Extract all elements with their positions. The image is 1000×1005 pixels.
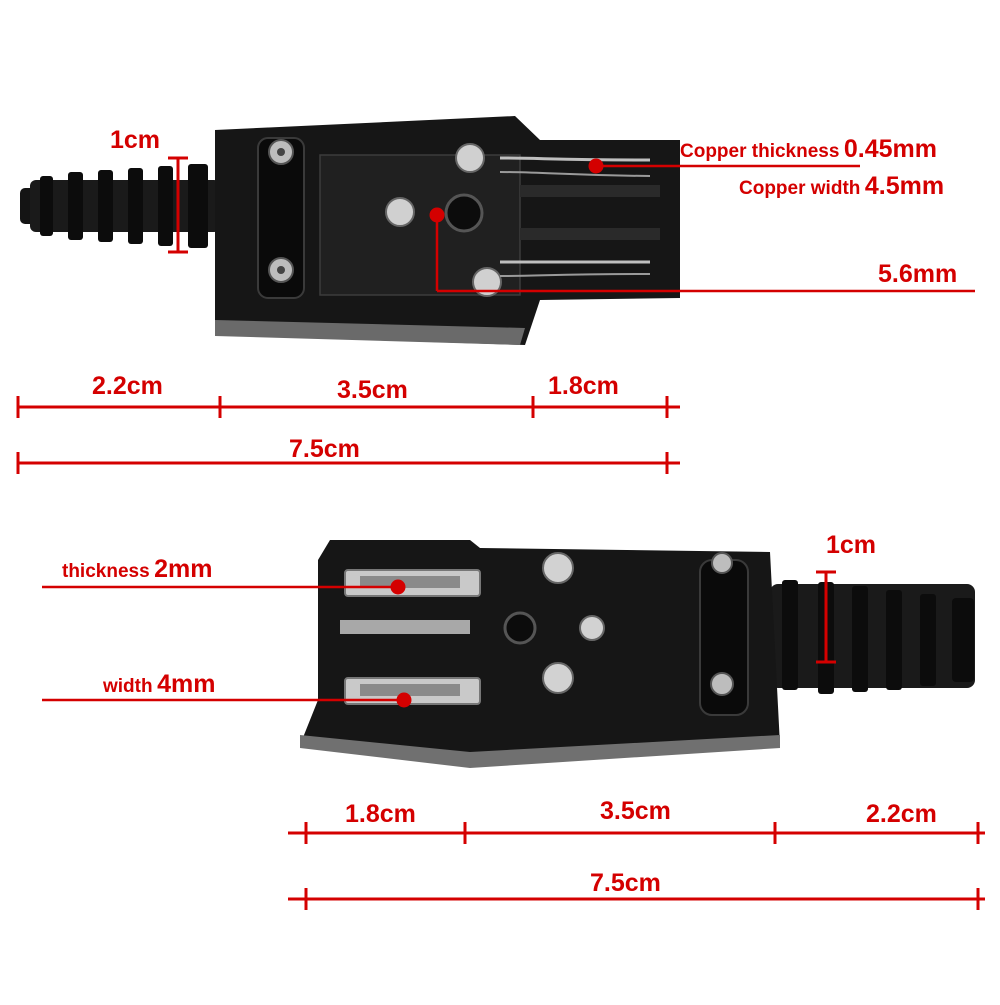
top-segment-3-label: 1.8cm <box>548 372 619 400</box>
bottom-pin-thickness-label: thickness <box>62 561 150 582</box>
top-plug <box>16 116 975 474</box>
bottom-pin-thickness-value: 2mm <box>154 555 213 583</box>
top-copper-thickness-value: 0.45mm <box>843 135 938 163</box>
top-copper-width-annotation: Copper width 4.5mm <box>739 174 944 199</box>
bottom-terminal-screw <box>579 615 605 641</box>
top-segment-1-label: 2.2cm <box>92 372 163 400</box>
top-copper-thickness-label: Copper thickness <box>680 141 840 162</box>
bottom-plug <box>42 540 985 910</box>
bottom-pin-width-label: width <box>103 676 153 697</box>
top-total-label: 7.5cm <box>289 435 360 463</box>
bottom-segment-1-label: 1.8cm <box>345 800 416 828</box>
top-annotations <box>16 156 975 474</box>
bottom-cable-boot <box>770 580 975 694</box>
bottom-terminal-screw <box>542 552 574 584</box>
bottom-terminal-screw <box>542 662 574 694</box>
bottom-clamp-screw <box>710 672 734 696</box>
bottom-pin-width-value: 4mm <box>157 670 216 698</box>
top-pin-hole <box>444 193 484 233</box>
top-cable-boot <box>20 164 220 248</box>
bottom-pin-width-annotation: width 4mm <box>103 672 215 697</box>
bottom-pin-thickness-annotation: thickness 2mm <box>62 557 212 582</box>
top-pin-hole-label: 5.6mm <box>878 260 958 288</box>
top-cable-diameter-label: 1cm <box>110 126 161 154</box>
bottom-total-label: 7.5cm <box>590 869 661 897</box>
top-copper-thickness-annotation: Copper thickness 0.45mm <box>680 137 937 162</box>
top-terminal-screw <box>472 267 502 297</box>
top-copper-width-label: Copper width <box>739 178 861 199</box>
bottom-segment-2-label: 3.5cm <box>600 797 671 825</box>
bottom-clamp-screw <box>711 552 733 574</box>
top-terminal-screw <box>385 197 415 227</box>
bottom-cable-diameter-label: 1cm <box>826 531 877 559</box>
top-copper-width-value: 4.5mm <box>864 172 945 200</box>
top-segment-2-label: 3.5cm <box>337 376 408 404</box>
bottom-segment-3-label: 2.2cm <box>866 800 937 828</box>
top-terminal-screw <box>455 143 485 173</box>
bottom-annotations <box>42 570 985 910</box>
